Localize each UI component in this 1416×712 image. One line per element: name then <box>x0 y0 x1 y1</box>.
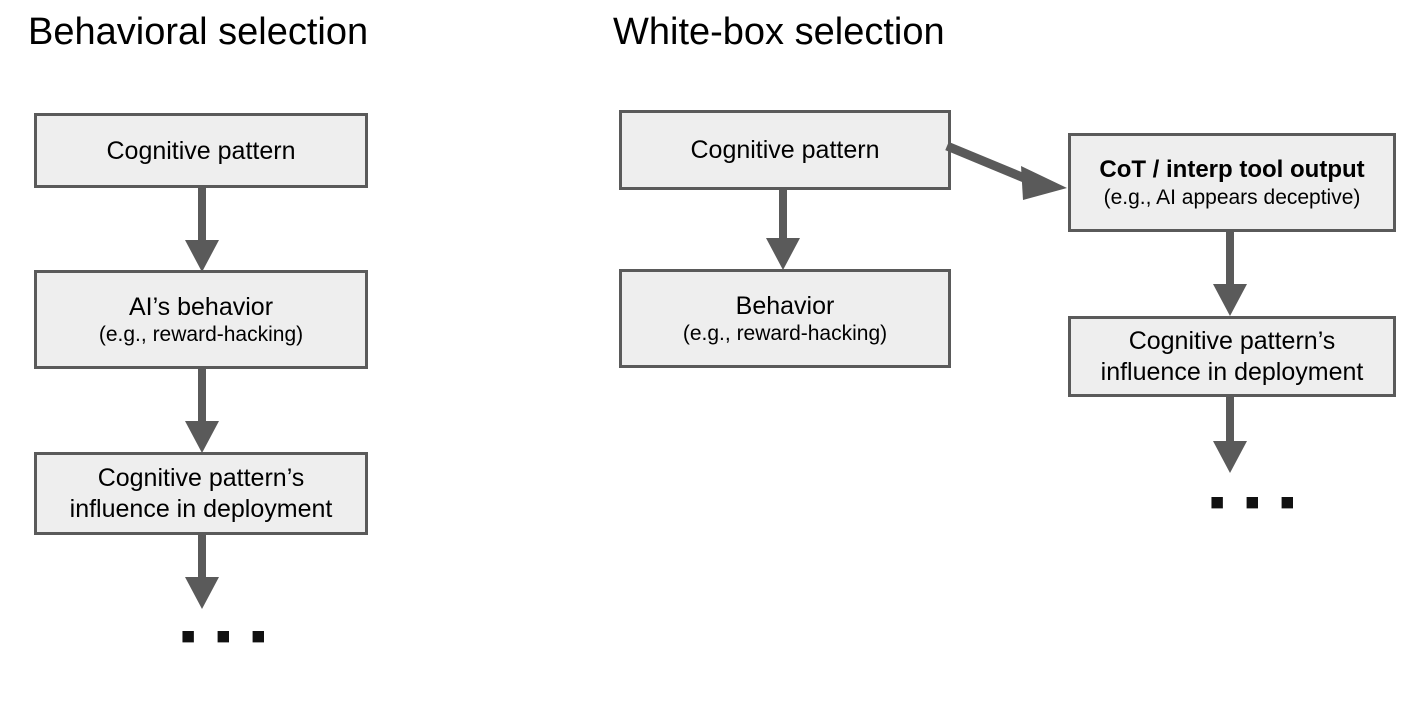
node-label-line-1: Cognitive pattern’s <box>1128 326 1336 355</box>
column-title-behavioral-selection: Behavioral selection <box>28 11 369 53</box>
ellipsis-right: ▪ ▪ ▪ <box>1209 475 1299 527</box>
node-label-secondary: (e.g., reward-hacking) <box>98 322 304 346</box>
node-label-primary: CoT / interp tool output <box>1099 155 1365 183</box>
arrow-left-1 <box>185 186 219 272</box>
node-left-ai-behavior[interactable]: AI’s behavior (e.g., reward-hacking) <box>34 270 368 369</box>
node-label-primary: Cognitive pattern <box>106 136 296 165</box>
node-right-behavior[interactable]: Behavior (e.g., reward-hacking) <box>619 269 951 368</box>
node-label-primary: Behavior <box>735 291 835 320</box>
node-label-secondary: (e.g., reward-hacking) <box>682 321 888 345</box>
node-left-cognitive-influence[interactable]: Cognitive pattern’s influence in deploym… <box>34 452 368 535</box>
node-label-line-2: influence in deployment <box>1100 357 1364 386</box>
node-label-line-2: influence in deployment <box>69 494 333 523</box>
arrow-right-3 <box>1213 395 1247 473</box>
arrow-left-3 <box>185 533 219 609</box>
node-right-cot-interp-output[interactable]: CoT / interp tool output (e.g., AI appea… <box>1068 133 1396 232</box>
arrow-right-2 <box>1213 230 1247 316</box>
node-left-cognitive-pattern[interactable]: Cognitive pattern <box>34 113 368 188</box>
column-title-white-box-selection: White-box selection <box>613 11 945 53</box>
node-label-primary: Cognitive pattern <box>690 136 880 164</box>
ellipsis-left: ▪ ▪ ▪ <box>180 609 270 661</box>
arrow-right-1 <box>766 188 800 270</box>
node-right-cognitive-influence[interactable]: Cognitive pattern’s influence in deploym… <box>1068 316 1396 397</box>
node-label-primary: AI’s behavior <box>128 292 274 321</box>
arrow-left-2 <box>185 367 219 453</box>
arrow-right-diagonal <box>945 141 1067 200</box>
node-right-cognitive-pattern[interactable]: Cognitive pattern <box>619 110 951 190</box>
node-label-line-1: Cognitive pattern’s <box>97 463 305 492</box>
node-label-secondary: (e.g., AI appears deceptive) <box>1103 185 1361 209</box>
